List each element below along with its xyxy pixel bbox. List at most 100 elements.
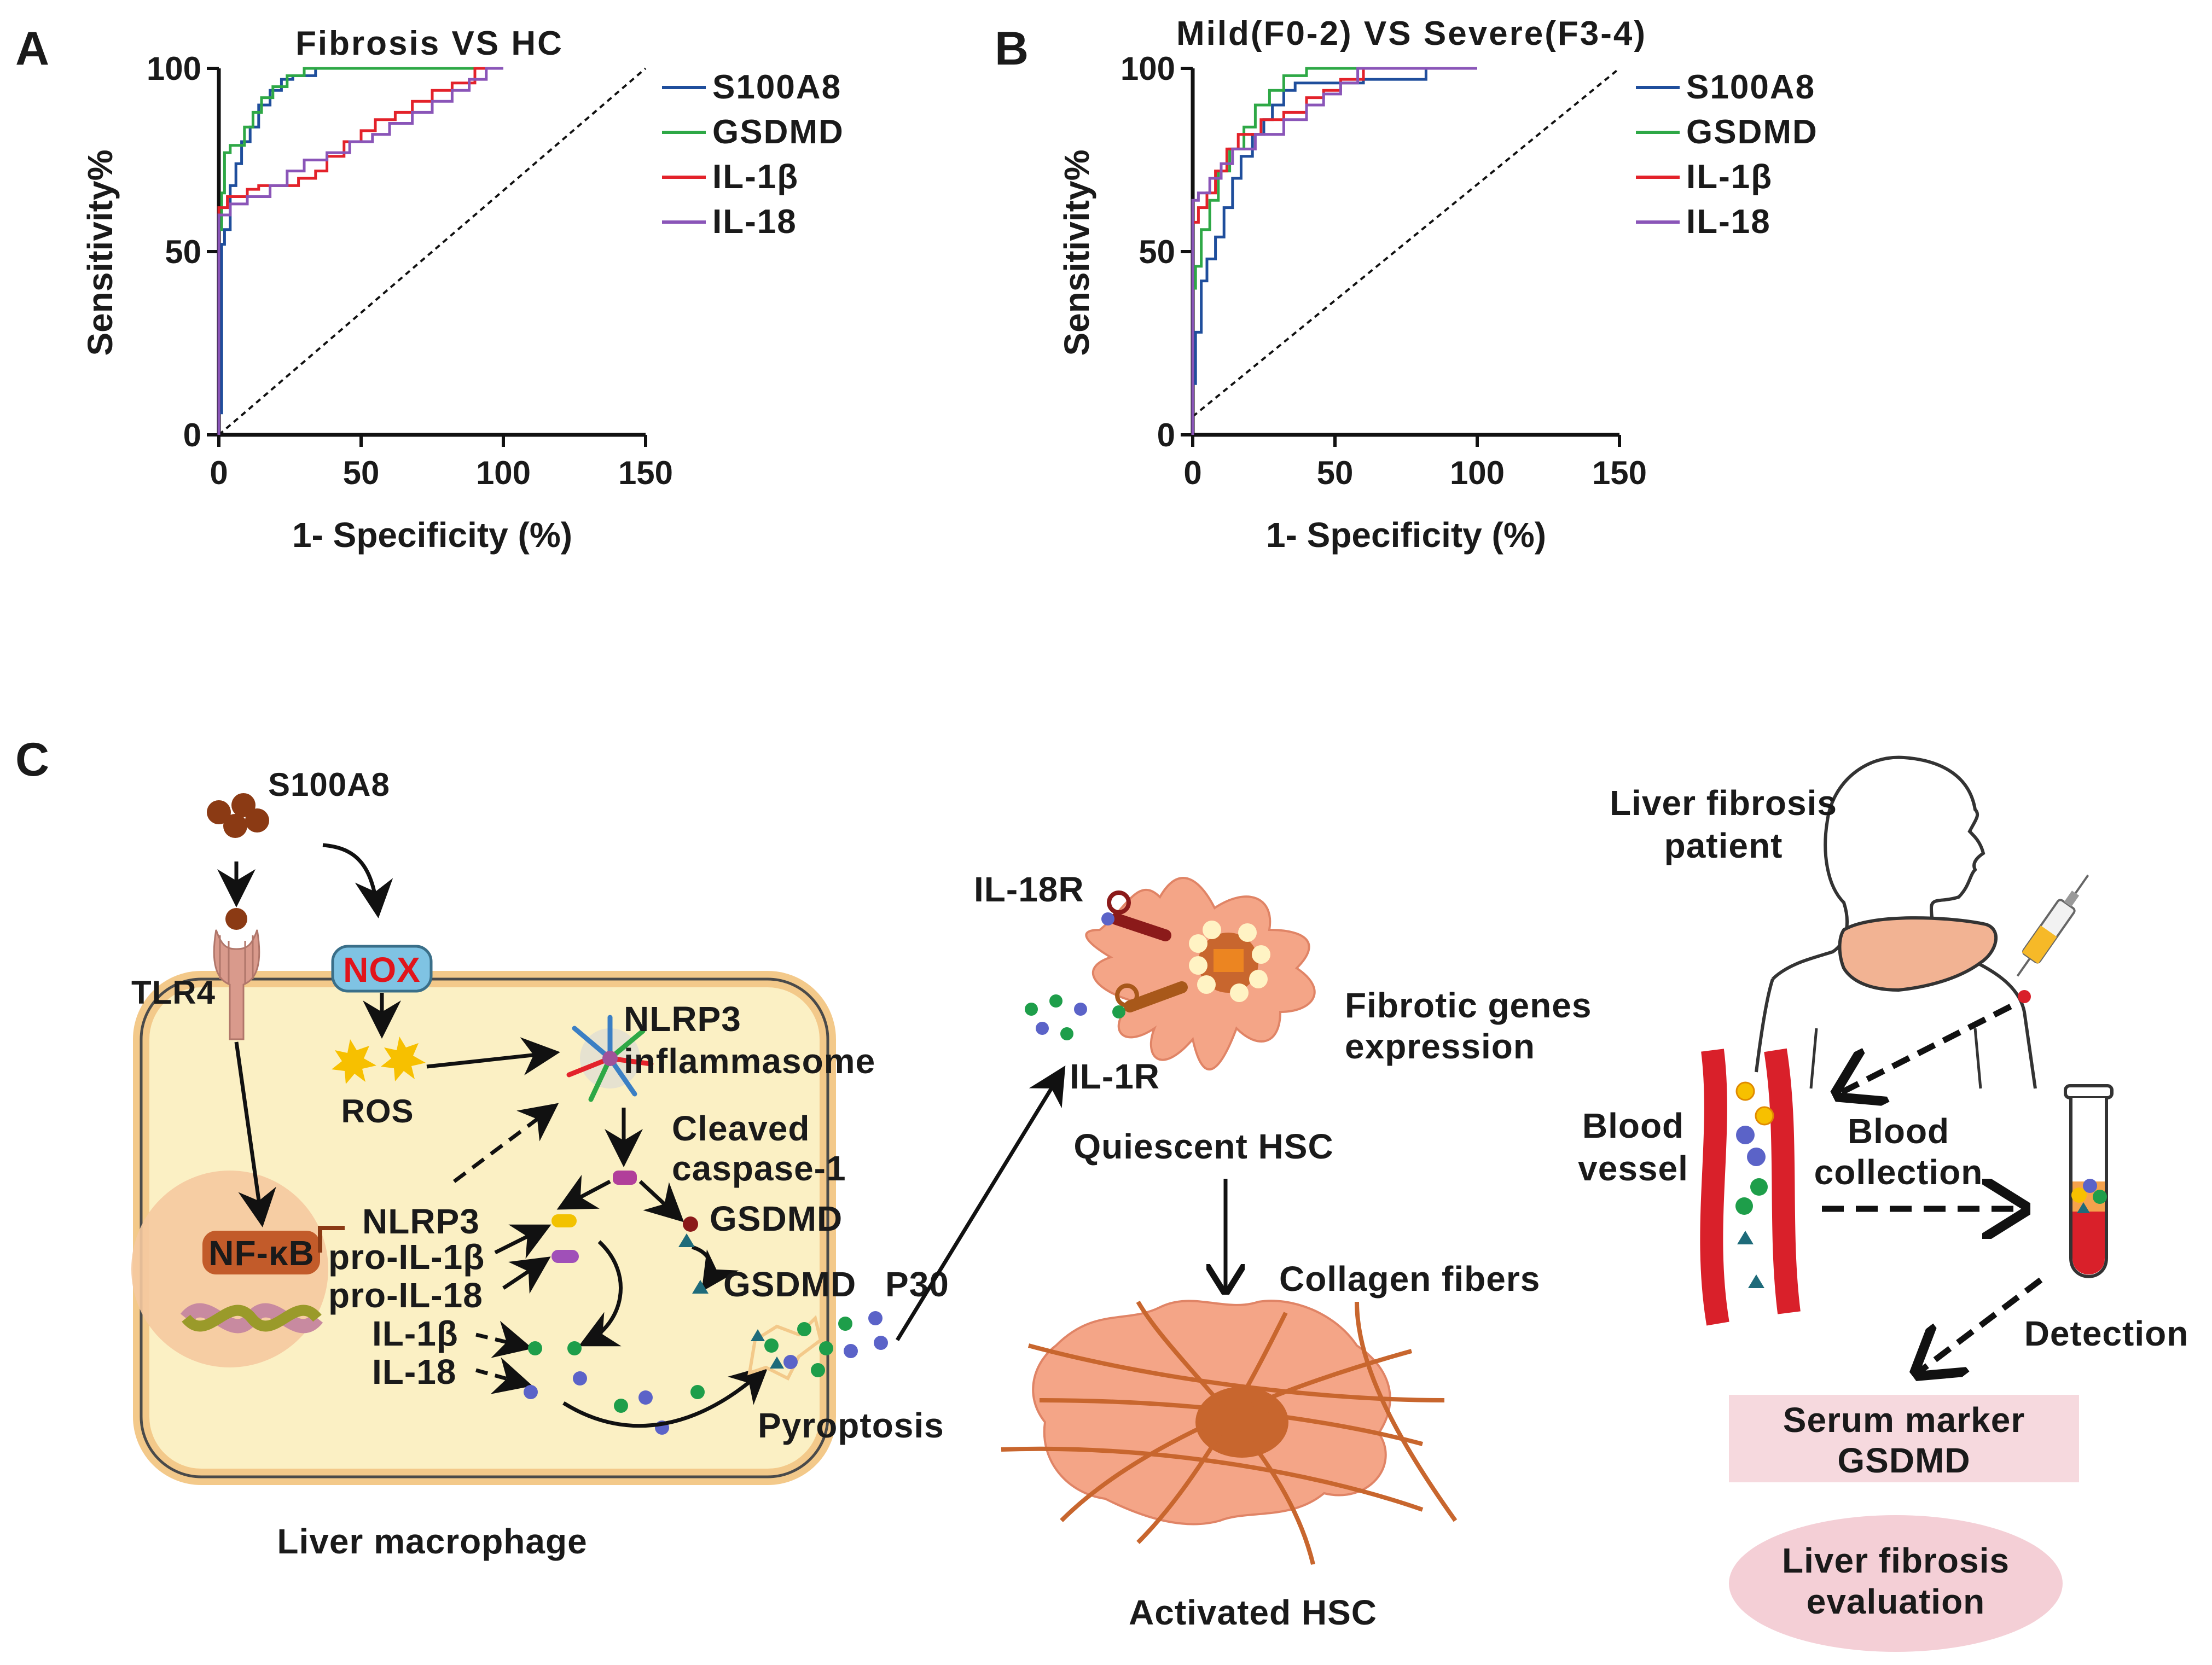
x-tick-label: 100 [476,455,531,491]
blood-vessel-label-1: Blood [1582,1106,1684,1145]
cytokine-dots-inside [524,1341,705,1435]
chart-b-title: Mild(F0-2) VS Severe(F3-4) [1176,15,1647,53]
tlr4-label: TLR4 [131,974,216,1011]
roc-curve-il18 [217,67,503,435]
chart-a-xlabel: 1- Specificity (%) [292,515,572,555]
blood-vessel-label-2: vessel [1578,1149,1688,1188]
dashed-arrow-to-detection [1918,1277,2043,1373]
y-tick-label: 0 [1157,417,1175,453]
chart-b-xlabel: 1- Specificity (%) [1266,515,1546,555]
cleaved-label-1: Cleaved [672,1109,810,1148]
x-tick-label: 0 [210,455,228,491]
evaluation-oval [1729,1515,2063,1652]
legend-label: GSDMD [712,113,844,151]
gsdmd-p30-triangle [692,1280,709,1294]
arrow-tlr4-nfkb [234,1041,276,1227]
blood-collection-label-2: collection [1814,1152,1983,1192]
gsdmd-icon [683,1216,698,1232]
panel-label-c: C [15,733,49,786]
x-tick-label: 50 [1317,455,1354,491]
ros-label: ROS [341,1093,414,1130]
activated-label: Activated HSC [1129,1593,1377,1632]
ros-burst-2 [381,1037,426,1081]
y-tick-label: 100 [147,50,201,87]
tlr4-receptor [213,908,260,1040]
collagen-label: Collagen fibers [1279,1259,1540,1299]
syringe-icon [2016,874,2089,977]
patient-label-2: patient [1664,826,1783,865]
y-tick-label: 0 [183,417,201,453]
blood-drop [2018,990,2031,1003]
fibrotic-label-2: expression [1345,1027,1535,1066]
x-tick-label: 150 [618,455,673,491]
roc-curve-gsdmd [217,67,503,435]
dna-helix-2 [182,1305,322,1332]
gsdmd-p30-label: GSDMD [723,1265,856,1304]
dashed-arrow-to-inflammasome [452,1103,559,1183]
serum-marker-box [1729,1395,2079,1482]
y-tick-label: 100 [1120,50,1175,87]
x-tick-label: 100 [1450,455,1505,491]
pro-il1b-label: pro-IL-1β [328,1237,485,1277]
panel-label-a: A [15,22,49,75]
pyroptosis-burst [747,1311,888,1381]
pro-il18-label: pro-IL-18 [328,1276,483,1315]
legend-label: IL-1β [712,158,799,196]
serum-marker-label-1: Serum marker [1783,1400,2025,1440]
roc-curve-il1 [217,67,503,435]
pro-il1b-capsule [551,1214,577,1227]
legend-label: S100A8 [712,68,841,106]
dashed-arrow-il18 [475,1357,533,1394]
arrow-caspase-gsdmd [638,1180,684,1222]
arrow-to-pyroptosis [562,1365,769,1428]
lipid-droplets [1189,921,1270,1002]
fibrotic-label-1: Fibrotic genes [1345,986,1592,1025]
nlrp3-gene-label: NLRP3 [362,1202,480,1241]
x-tick-label: 50 [343,455,380,491]
ros-burst-1 [332,1039,376,1084]
dashed-arrow-il1b [475,1320,533,1358]
gsdmd-n-triangle [678,1233,695,1247]
liver-icon [1838,916,1998,992]
hsc-orange-marker [1214,949,1244,972]
nox-label: NOX [343,950,421,989]
roc-curve-il1 [1191,67,1477,435]
s100a8-label: S100A8 [268,766,390,803]
detection-label: Detection [2024,1314,2189,1353]
pro-il18-capsule [551,1250,579,1263]
arrow-pro-to-mature [578,1240,623,1347]
arrow-ros-nlrp3 [426,1037,560,1075]
quiescent-label: Quiescent HSC [1073,1127,1333,1166]
roc-curve-s100a8 [1191,67,1477,435]
arrow-proil18 [502,1256,551,1294]
nfkb-label: NF-κB [208,1233,315,1273]
arrow-s100a8-nox [322,843,393,918]
il1b-label: IL-1β [372,1314,458,1353]
blood-collection-label-1: Blood [1848,1111,1949,1151]
collagen-fibers [1001,1300,1458,1565]
test-tube-icon [2064,1084,2114,1278]
cytokines-near-hsc [1025,994,1087,1040]
y-tick-label: 50 [1139,234,1175,270]
serum-marker-label-2: GSDMD [1837,1441,1970,1480]
il18r-receptor [1101,890,1171,941]
legend-label: S100A8 [1686,68,1815,106]
il18-label: IL-18 [372,1352,456,1392]
legend-label: IL-18 [712,203,797,241]
caspase-1 [613,1171,637,1185]
il18r-label: IL-18R [974,870,1084,909]
s100a8-cluster [207,793,269,838]
transcription-arrow [318,1226,345,1253]
vessel-contents [1735,1081,1774,1288]
roc-curve-gsdmd [1191,67,1477,435]
nox-box [331,945,433,993]
il1r-receptor [1112,981,1188,1018]
arrow-proil1b [494,1224,551,1259]
reference-line [1192,67,1621,418]
panel-label-b: B [995,22,1029,75]
dashed-arrow-patient-vessel [1838,1004,2012,1094]
arrow-gsdmd-p30 [691,1245,739,1292]
